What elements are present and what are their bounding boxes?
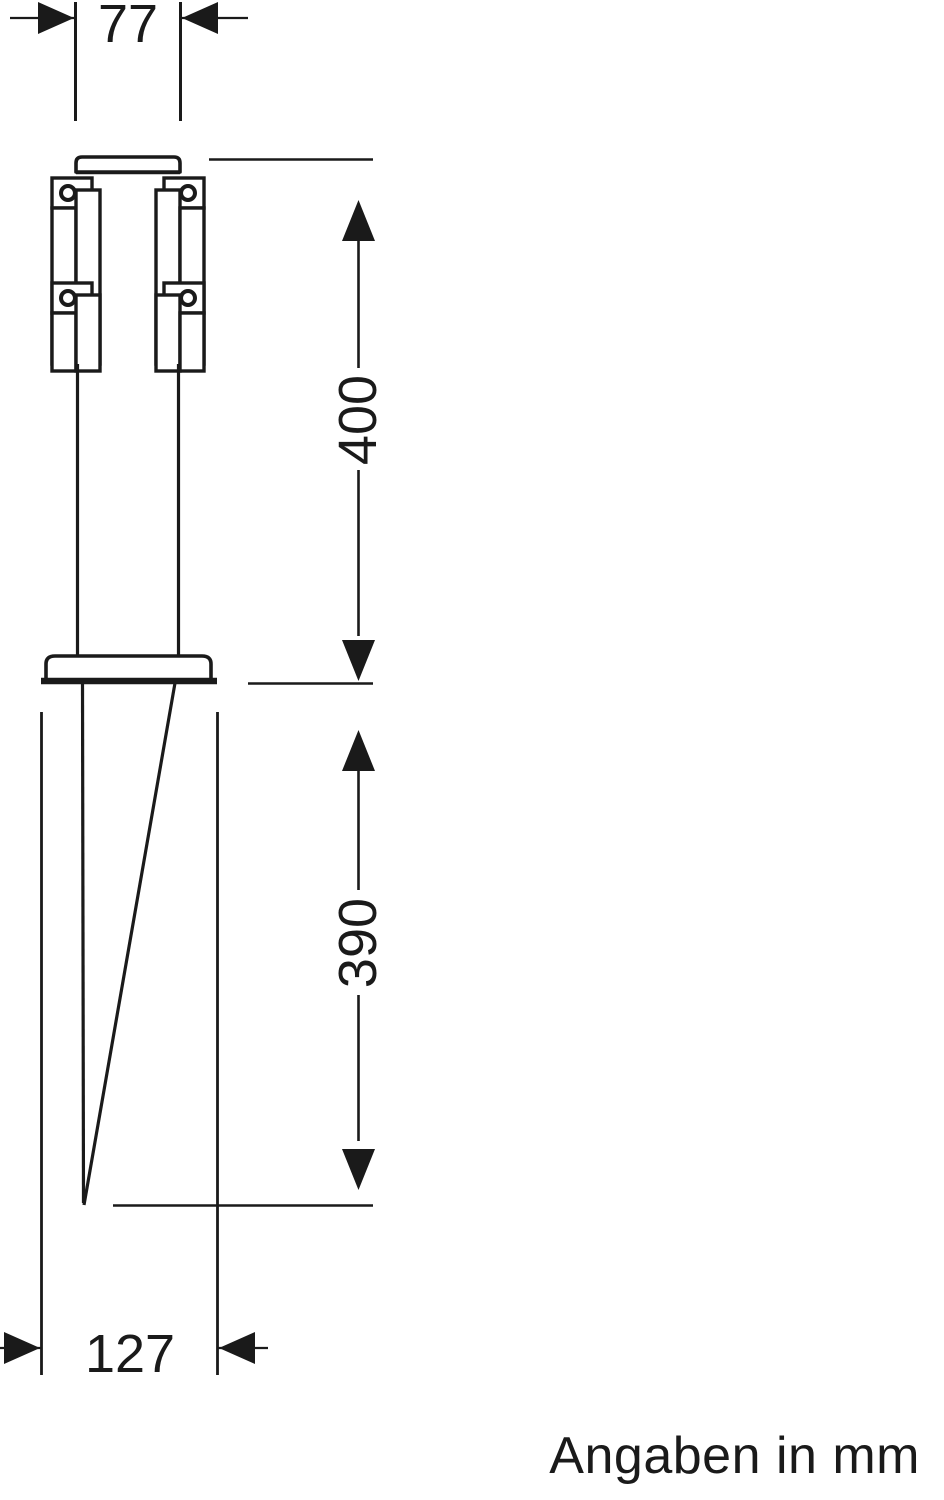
dimension-value-127: 127 (85, 1324, 175, 1384)
units-note: Angaben in mm (549, 1427, 920, 1485)
arrowhead-right (182, 2, 218, 34)
fixing-hole-icon (179, 184, 197, 202)
dimension-value-77: 77 (98, 0, 158, 54)
fixing-hole-icon (59, 184, 77, 202)
fixing-hole-icon (179, 289, 197, 307)
arrowhead-down (342, 640, 375, 681)
fixing-hole-icon (59, 289, 77, 307)
arrowhead-down (342, 1149, 375, 1190)
arrowhead-up (342, 730, 375, 771)
dimension-height-400: 400 (328, 200, 388, 681)
arrowhead-left (4, 1332, 40, 1364)
top-bar (74, 155, 182, 175)
clamp-body-inner (154, 293, 182, 373)
dimension-value-390: 390 (328, 898, 388, 988)
spike-edge-left (80, 682, 86, 1204)
clamp-body-outer (50, 311, 78, 373)
arrowhead-left (38, 2, 74, 34)
arrowhead-up (342, 200, 375, 241)
spike-edge-diagonal (82, 682, 177, 1206)
dimension-value-400: 400 (328, 375, 388, 465)
base-flange (41, 654, 217, 685)
clamp-lower-left (50, 281, 102, 373)
clamp-body-outer (178, 311, 206, 373)
ground-spike (80, 682, 177, 1206)
arrowhead-right (219, 1332, 255, 1364)
dimension-width-bottom: 127 (0, 712, 268, 1384)
clamp-lower-right (154, 281, 206, 373)
clamp-body-inner (74, 293, 102, 373)
dimension-width-top: 77 (10, 0, 248, 121)
dimension-height-390: 390 (328, 730, 388, 1190)
